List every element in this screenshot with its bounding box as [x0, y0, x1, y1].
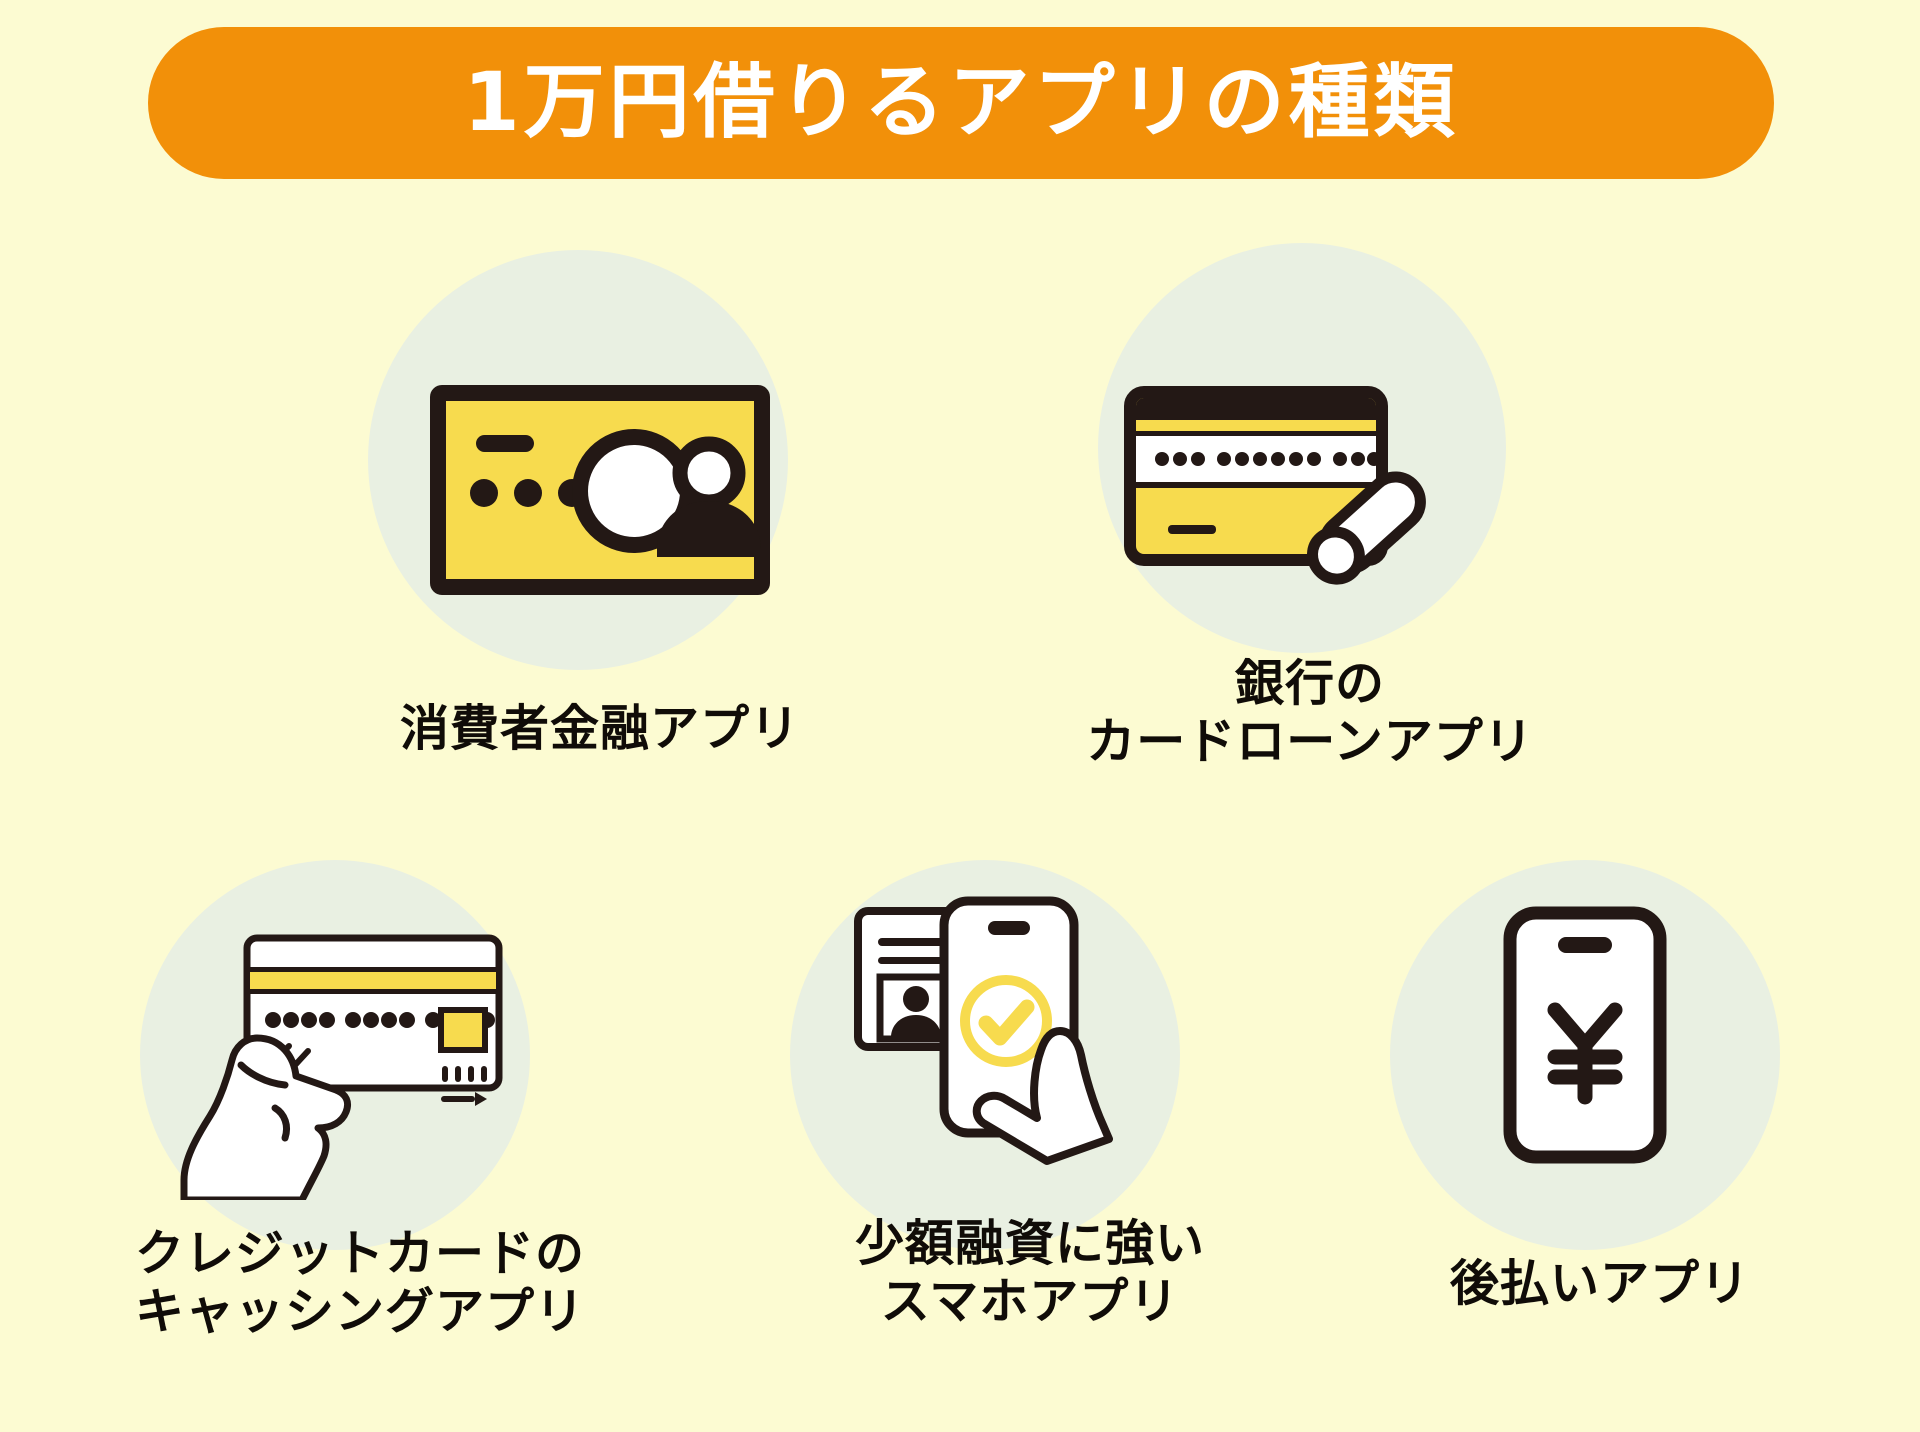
category-label: クレジットカードの キャッシングアプリ: [134, 1225, 585, 1340]
title-banner: 1万円借りるアプリの種類: [148, 27, 1774, 179]
category-label: 後払いアプリ: [1449, 1255, 1750, 1312]
category-label: 少額融資に強い スマホアプリ: [854, 1215, 1205, 1330]
banknote-person-icon: [430, 385, 770, 600]
page-title: 1万円借りるアプリの種類: [463, 55, 1459, 150]
bank-card-roll-icon: [1120, 378, 1460, 603]
category-label: 銀行の カードローンアプリ: [1086, 655, 1534, 770]
smartphone-yen-icon: [1500, 905, 1670, 1170]
category-label: 消費者金融アプリ: [399, 700, 800, 757]
id-card-smartphone-check-icon: [848, 895, 1148, 1200]
hand-holding-credit-card-icon: [165, 920, 525, 1205]
